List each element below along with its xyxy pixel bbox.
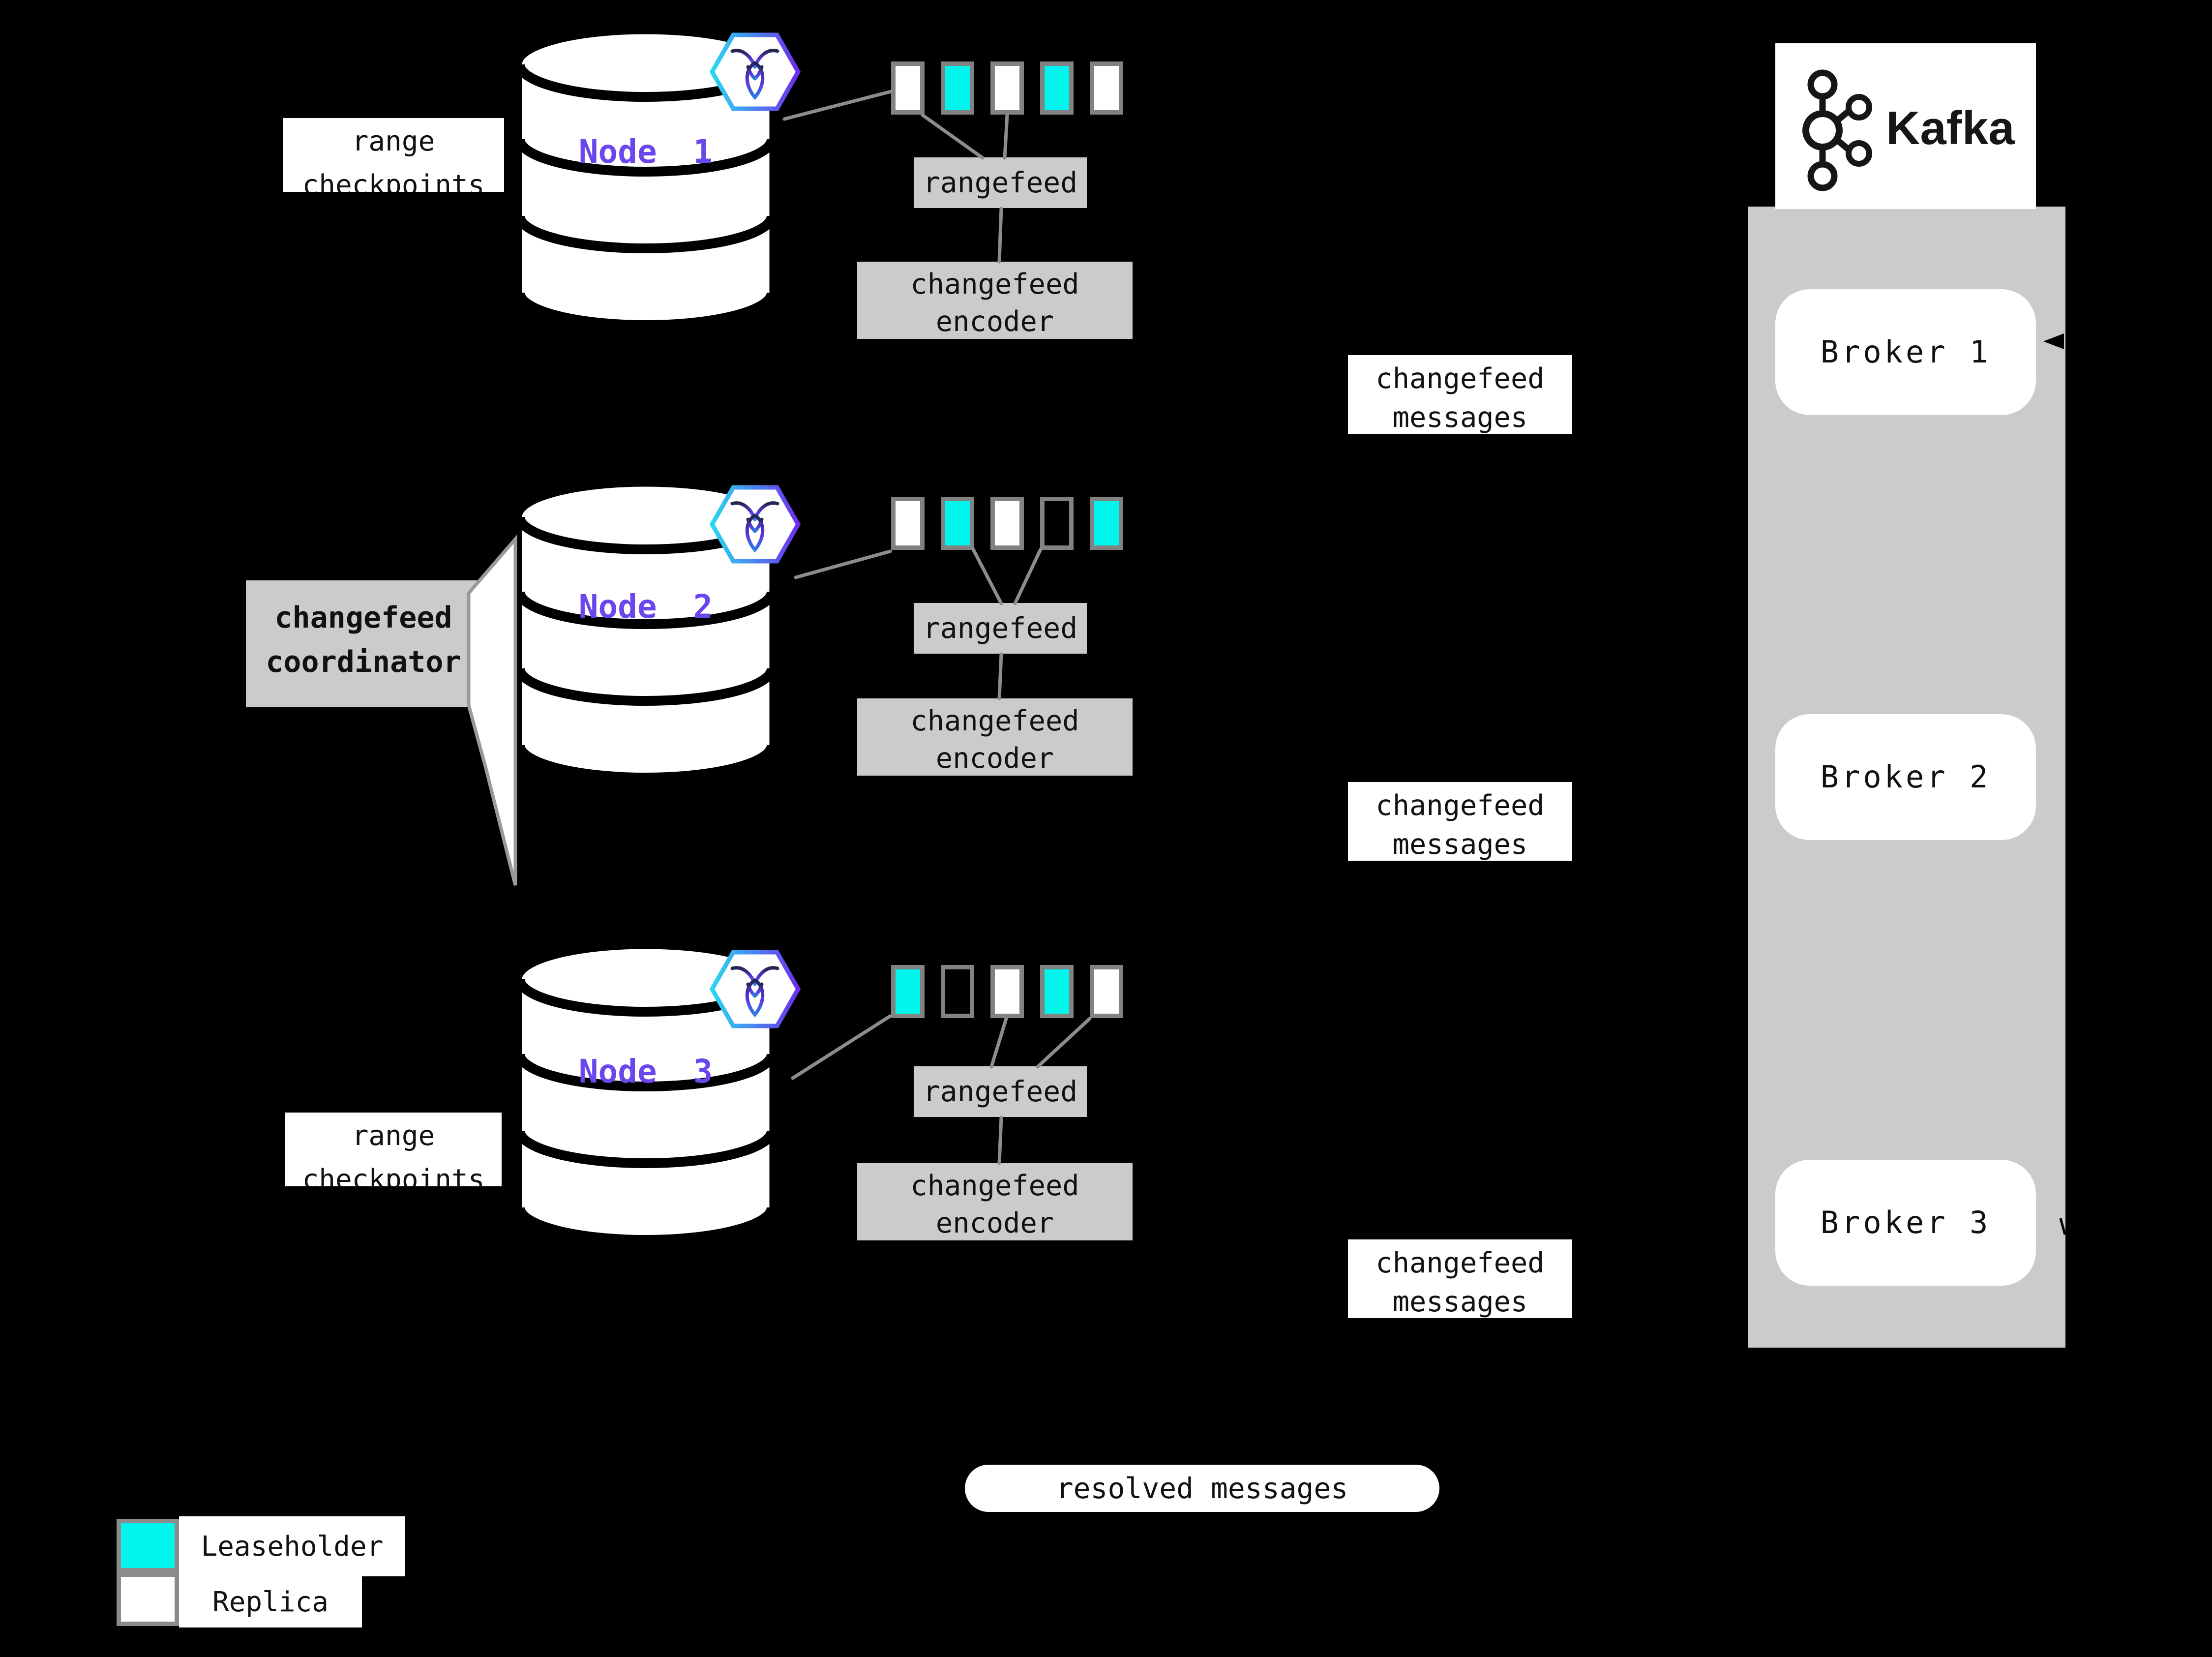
range-cell [1090,965,1123,1018]
range-cell [941,61,974,115]
broker-1: Broker 1 [1775,289,2036,415]
broker-3: Broker 3 [1775,1160,2036,1286]
node-2-cylinder [515,482,776,782]
changefeed-encoder-box: changefeed encoder [857,698,1133,776]
range-cell [1040,497,1074,550]
changefeed-coordinator-box: changefeed coordinator [246,580,481,707]
node-2-label: Node 2 [578,588,713,626]
changefeed-encoder-box: changefeed encoder [857,262,1133,339]
range-cell [1040,965,1074,1018]
legend-replica-swatch [117,1572,179,1626]
node-3-label: Node 3 [578,1053,713,1090]
kafka-title: Kafka [1886,102,2015,154]
rangefeed-box: rangefeed [914,157,1087,208]
cockroachdb-logo-icon [710,950,801,1028]
broker-2: Broker 2 [1775,714,2036,840]
changefeed-messages-label: changefeed messages [1348,355,1572,434]
kafka-logo-box: Kafka [1775,43,2036,209]
range-cell [941,497,974,550]
range-cell [891,965,925,1018]
range-cell [1040,61,1074,115]
legend-leaseholder-label: Leaseholder [179,1516,405,1576]
changefeed-messages-label: changefeed messages [1348,1239,1572,1318]
cockroachdb-logo-icon [710,485,801,564]
rangefeed-box: rangefeed [914,603,1087,654]
rangefeed-box: rangefeed [914,1066,1087,1117]
range-cell [990,497,1024,550]
cockroachdb-logo-icon [710,32,801,111]
node-1-label: Node 1 [578,133,713,171]
legend-leaseholder-swatch [117,1519,179,1572]
range-cell [1090,61,1123,115]
kafka-broker-container: Broker 1 Broker 2 Broker 3 [1748,207,2065,1348]
range-cell [941,965,974,1018]
changefeed-encoder-box: changefeed encoder [857,1163,1133,1240]
range-cell [1090,497,1123,550]
range-cell [990,61,1024,115]
range-cell [891,497,925,550]
legend-replica-label: Replica [179,1576,362,1627]
range-checkpoints-label: range checkpoints [283,118,504,192]
resolved-messages-label: resolved messages [965,1465,1439,1512]
range-cell [891,61,925,115]
kafka-logo-icon [1802,69,1872,191]
range-checkpoints-label: range checkpoints [285,1113,502,1186]
changefeed-messages-label: changefeed messages [1348,782,1572,861]
range-cell [990,965,1024,1018]
